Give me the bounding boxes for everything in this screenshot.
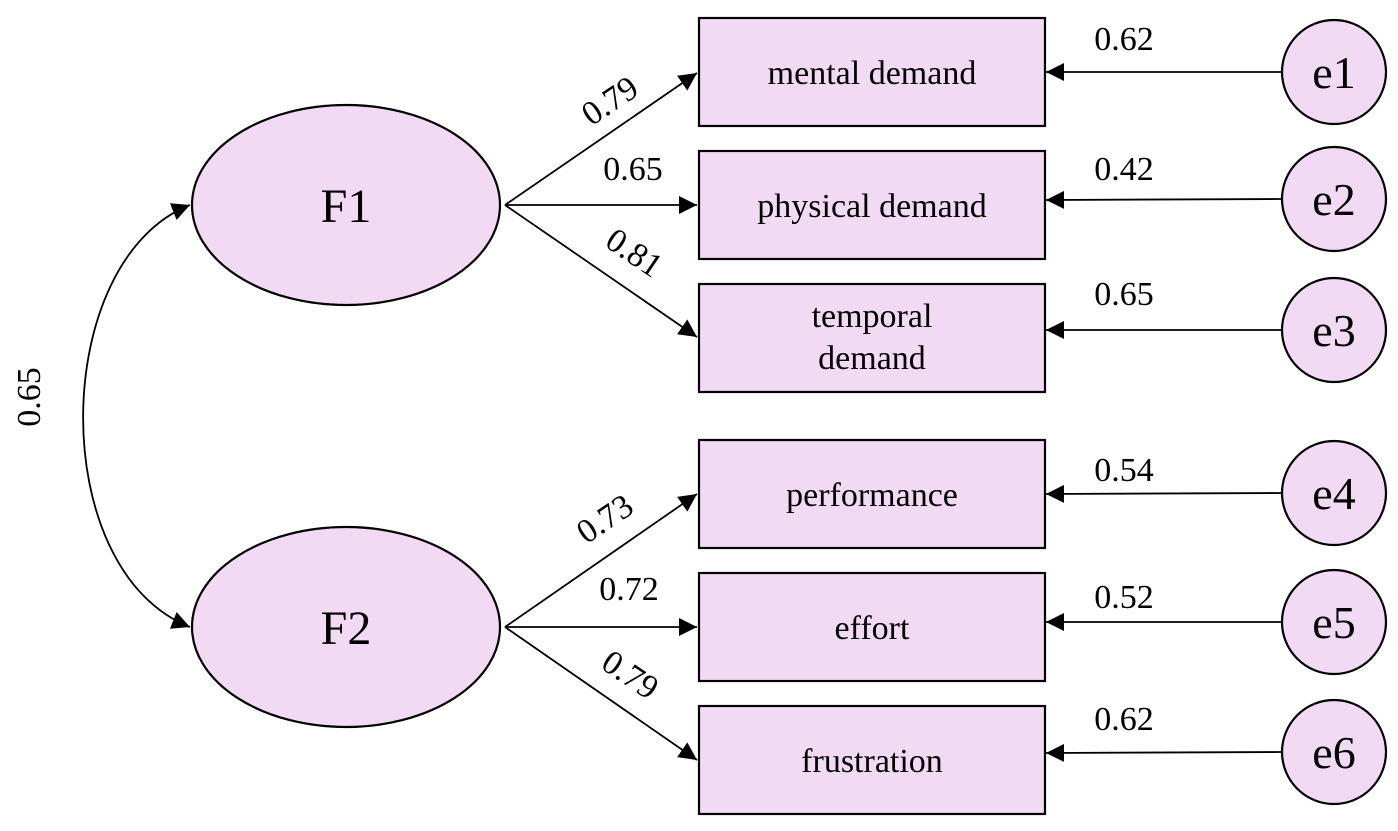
error-e5-label: e5 <box>1312 597 1355 648</box>
factor-f2-label: F2 <box>321 602 372 655</box>
error-arrow-e2 <box>1045 190 1282 209</box>
factor-f2: F2 <box>190 525 502 729</box>
observed-temporal-label-line2: demand <box>818 340 926 377</box>
observed-effort: effort <box>697 571 1047 683</box>
loading-label-frustration: 0.79 <box>595 643 665 707</box>
loading-label-mental: 0.79 <box>575 69 645 133</box>
observed-physical-label: physical demand <box>757 188 986 225</box>
observed-frustration-box <box>697 704 1047 816</box>
error-e4-circle <box>1280 439 1388 547</box>
error-e1-label: e1 <box>1312 47 1355 98</box>
error-e3-circle <box>1280 276 1388 384</box>
observed-physical: physical demand <box>697 149 1047 261</box>
error-e2-circle <box>1280 145 1388 253</box>
error-value-e4: 0.54 <box>1094 452 1154 489</box>
error-value-e2: 0.42 <box>1094 151 1154 188</box>
observed-effort-label: effort <box>835 610 910 647</box>
error-e2-label: e2 <box>1312 174 1355 225</box>
error-value-e6: 0.62 <box>1094 701 1154 738</box>
loading-arrows <box>504 72 698 761</box>
loading-arrow-performance <box>504 493 698 628</box>
error-e5: e5 <box>1280 568 1388 676</box>
observed-physical-box <box>697 149 1047 261</box>
loading-arrow-temporal <box>504 204 698 338</box>
loading-label-effort: 0.72 <box>599 571 659 608</box>
observed-performance-box <box>697 438 1047 550</box>
error-arrow-e6 <box>1045 743 1282 762</box>
factor-f1-label: F1 <box>321 180 372 233</box>
observed-performance: performance <box>697 438 1047 550</box>
error-arrows <box>1045 63 1282 762</box>
observed-effort-box <box>697 571 1047 683</box>
loading-arrow-mental <box>504 72 698 206</box>
error-e2: e2 <box>1280 145 1388 253</box>
observed-temporal-label-line1: temporal <box>812 298 933 335</box>
observed-mental-box <box>697 16 1047 128</box>
error-e1: e1 <box>1280 18 1388 126</box>
error-e6: e6 <box>1280 698 1388 806</box>
loading-labels: 0.79 0.65 0.81 0.73 0.72 0.79 <box>570 69 669 707</box>
factor-f2-ellipse <box>190 525 502 729</box>
error-arrow-e4 <box>1045 484 1282 503</box>
factor-f1-ellipse <box>190 103 502 307</box>
factor-f1: F1 <box>190 103 502 307</box>
loading-label-physical: 0.65 <box>603 151 663 188</box>
observed-temporal: temporal demand <box>697 282 1047 394</box>
error-value-e1: 0.62 <box>1094 21 1154 58</box>
error-e1-circle <box>1280 18 1388 126</box>
error-e6-label: e6 <box>1312 727 1355 778</box>
error-value-e5: 0.52 <box>1094 579 1154 616</box>
observed-temporal-box <box>697 282 1047 394</box>
observed-frustration-label: frustration <box>801 743 943 780</box>
observed-mental: mental demand <box>697 16 1047 128</box>
error-e4: e4 <box>1280 439 1388 547</box>
error-labels: 0.62 0.42 0.65 0.54 0.52 0.62 <box>1094 21 1154 738</box>
error-e4-label: e4 <box>1312 468 1355 519</box>
observed-performance-label: performance <box>786 477 958 514</box>
observed-frustration: frustration <box>697 704 1047 816</box>
factor-correlation-label: 0.65 <box>11 367 48 427</box>
error-e5-circle <box>1280 568 1388 676</box>
error-e6-circle <box>1280 698 1388 806</box>
error-e3: e3 <box>1280 276 1388 384</box>
error-e3-label: e3 <box>1312 305 1355 356</box>
error-value-e3: 0.65 <box>1094 276 1154 313</box>
observed-mental-label: mental demand <box>768 55 977 92</box>
factor-correlation-arrow <box>82 203 191 629</box>
loading-arrow-frustration <box>504 626 698 761</box>
